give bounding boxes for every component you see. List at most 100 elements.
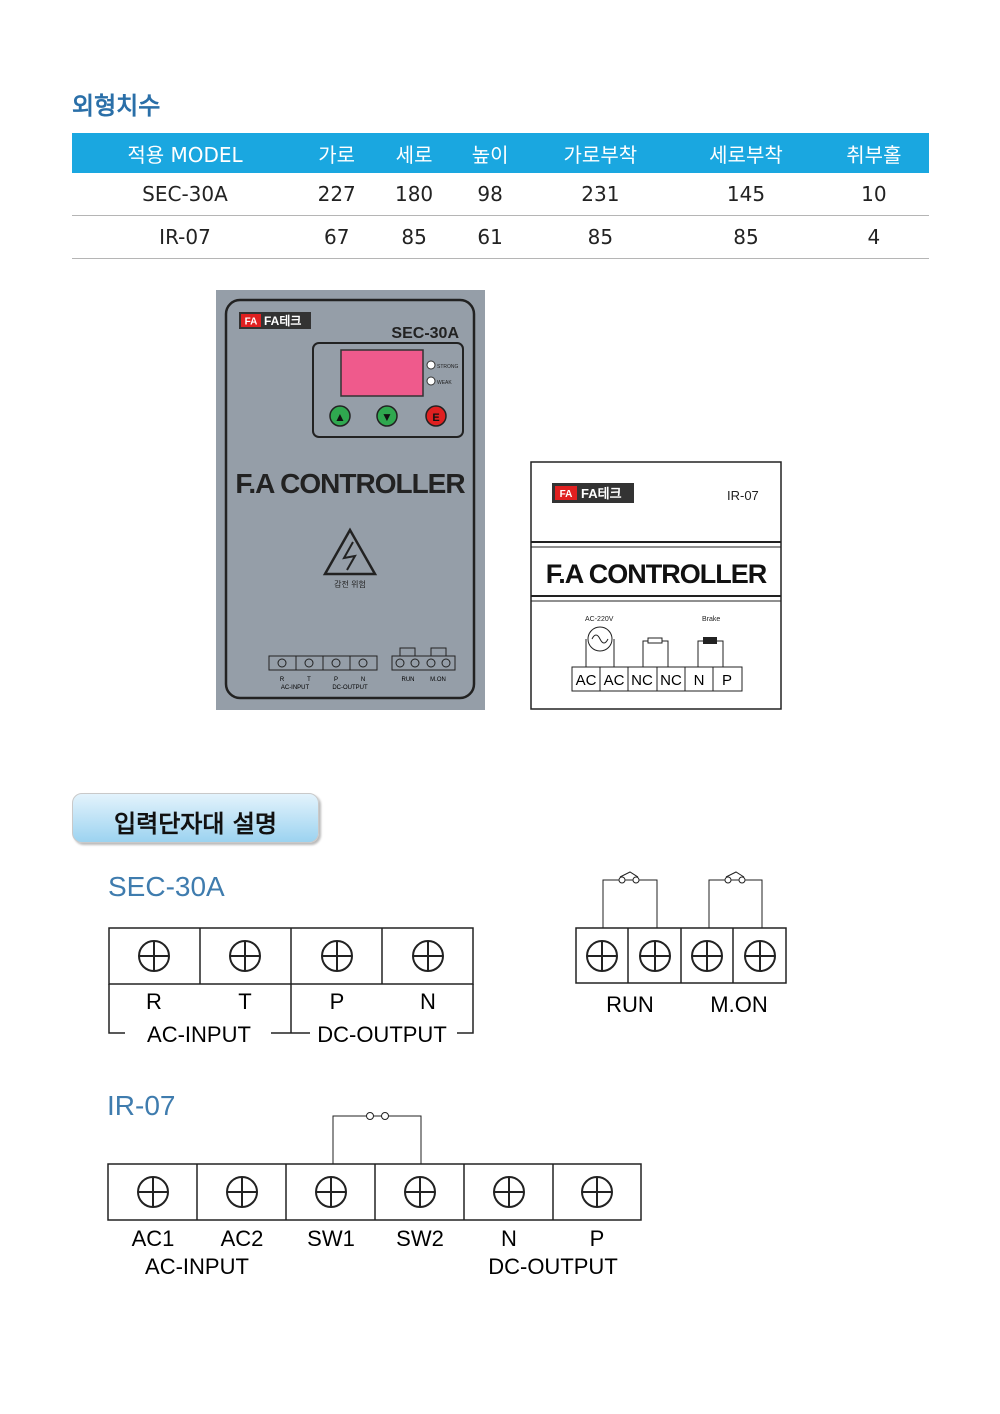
table-cell: 10: [818, 173, 929, 216]
terminal-label: SW1: [307, 1226, 355, 1251]
table-cell: 85: [527, 215, 674, 259]
ir07-device-illustration: FA FA테크 IR-07 F.A CONTROLLER AC-220V Bra…: [530, 461, 782, 710]
terminal-label: R: [146, 989, 162, 1014]
enter-button: E: [425, 405, 447, 427]
weak-label: WEAK: [437, 380, 452, 386]
screw-terminal-icon: [226, 1176, 258, 1208]
display-screen: [340, 349, 424, 397]
table-cell: 4: [818, 215, 929, 259]
device-model-label: SEC-30A: [391, 325, 459, 342]
table-header: 적용 MODEL: [72, 133, 298, 173]
table-header: 세로부착: [673, 133, 819, 173]
terminal-label: AC2: [221, 1226, 264, 1251]
ir07-terminal-diagram: AC1 AC2 SW1 SW2 N P AC-INPUT DC-OUTPUT: [107, 1112, 642, 1279]
section-title-dimensions: 외형치수: [72, 92, 161, 120]
sec30a-terminal-diagram: R T P N AC-INPUT DC-OUTPUT: [108, 927, 474, 1047]
screw-terminal-icon: [321, 940, 353, 972]
svg-text:▼: ▼: [381, 410, 393, 424]
svg-text:E: E: [432, 412, 439, 424]
svg-text:RUN: RUN: [402, 677, 415, 683]
group-label-ac-input: AC-INPUT: [145, 1254, 249, 1279]
screw-terminal-icon: [412, 940, 444, 972]
svg-text:AC-INPUT: AC-INPUT: [281, 685, 310, 691]
table-cell: 231: [527, 173, 674, 216]
down-button: ▼: [376, 405, 398, 427]
device-terminal-block-right: RUN M.ON: [391, 647, 456, 683]
group-label-dc-output: DC-OUTPUT: [317, 1022, 447, 1047]
brake-label: Brake: [702, 616, 720, 623]
svg-text:AC: AC: [604, 672, 625, 689]
terminal-label: SW2: [396, 1226, 444, 1251]
screw-terminal-icon: [581, 1176, 613, 1208]
table-cell: 85: [673, 215, 819, 259]
sec30a-diagram-title: SEC-30A: [108, 871, 225, 902]
svg-text:NC: NC: [660, 672, 682, 689]
screw-terminal-icon: [691, 940, 723, 972]
table-cell: 85: [375, 215, 453, 259]
table-cell: IR-07: [72, 215, 298, 259]
table-row: IR-07 67 85 61 85 85 4: [72, 215, 929, 259]
table-header: 취부홀: [818, 133, 929, 173]
terminal-label: AC1: [132, 1226, 175, 1251]
screw-terminal-icon: [315, 1176, 347, 1208]
table-cell: SEC-30A: [72, 173, 298, 216]
svg-text:FA테크: FA테크: [264, 314, 301, 328]
strong-label: STRONG: [437, 364, 459, 370]
terminal-label: P: [590, 1226, 605, 1251]
device-terminal-block-left: R T P N AC-INPUT DC-OUTPUT: [268, 655, 378, 691]
ir07-diagram-title: IR-07: [107, 1090, 176, 1121]
svg-text:FA: FA: [245, 317, 258, 328]
group-label-dc-output: DC-OUTPUT: [488, 1254, 618, 1279]
fa-logo: FA FA테크: [552, 483, 634, 503]
screw-terminal-icon: [639, 940, 671, 972]
ac-220v-label: AC-220V: [585, 616, 614, 623]
svg-text:FA테크: FA테크: [581, 486, 622, 501]
terminal-label: P: [330, 989, 345, 1014]
svg-text:DC-OUTPUT: DC-OUTPUT: [332, 685, 368, 691]
warning-icon: [322, 527, 378, 576]
svg-text:P: P: [722, 672, 732, 689]
table-row: SEC-30A 227 180 98 231 145 10: [72, 173, 929, 216]
up-button: ▲: [329, 405, 351, 427]
sec30a-device-illustration: FA FA테크 SEC-30A STRONG WEAK ▲ ▼ E F.A CO…: [216, 290, 485, 710]
terminal-label: T: [238, 989, 251, 1014]
screw-terminal-icon: [229, 940, 261, 972]
ir07-terminal-row: AC AC NC NC N P: [571, 666, 743, 692]
svg-text:N: N: [361, 677, 365, 683]
table-header: 가로부착: [527, 133, 674, 173]
terminal-label: N: [501, 1226, 517, 1251]
dimension-table: 적용 MODEL 가로 세로 높이 가로부착 세로부착 취부홀 SEC-30A …: [72, 133, 929, 259]
svg-text:T: T: [307, 677, 311, 683]
weak-led: [426, 376, 436, 386]
table-cell: 180: [375, 173, 453, 216]
strong-led: [426, 360, 436, 370]
group-label-ac-input: AC-INPUT: [147, 1022, 251, 1047]
ac-source-icon: [585, 626, 615, 667]
section-title-terminals: 입력단자대 설명: [72, 793, 319, 843]
sec30a-run-mon-diagram: RUN M.ON: [575, 871, 787, 1017]
screw-terminal-icon: [137, 1176, 169, 1208]
table-cell: 61: [452, 215, 528, 259]
terminal-label-mon: M.ON: [710, 992, 767, 1017]
svg-text:P: P: [334, 677, 338, 683]
table-header-row: 적용 MODEL 가로 세로 높이 가로부착 세로부착 취부홀: [72, 133, 929, 173]
screw-terminal-icon: [586, 940, 618, 972]
terminal-label: N: [420, 989, 436, 1014]
warning-text: 감전 위험: [334, 579, 366, 589]
ir07-device-name: F.A CONTROLLER: [546, 559, 767, 589]
ir07-model-label: IR-07: [727, 488, 759, 503]
svg-text:FA: FA: [560, 489, 573, 500]
svg-text:AC: AC: [576, 672, 597, 689]
terminal-label-run: RUN: [606, 992, 654, 1017]
screw-terminal-icon: [744, 940, 776, 972]
device-name: F.A CONTROLLER: [235, 468, 465, 499]
svg-text:▲: ▲: [334, 410, 346, 424]
screw-terminal-icon: [404, 1176, 436, 1208]
svg-text:R: R: [280, 677, 285, 683]
table-header: 세로: [375, 133, 453, 173]
table-cell: 98: [452, 173, 528, 216]
fa-logo: FA FA테크: [239, 312, 311, 329]
table-cell: 145: [673, 173, 819, 216]
table-header: 높이: [452, 133, 528, 173]
screw-terminal-icon: [493, 1176, 525, 1208]
